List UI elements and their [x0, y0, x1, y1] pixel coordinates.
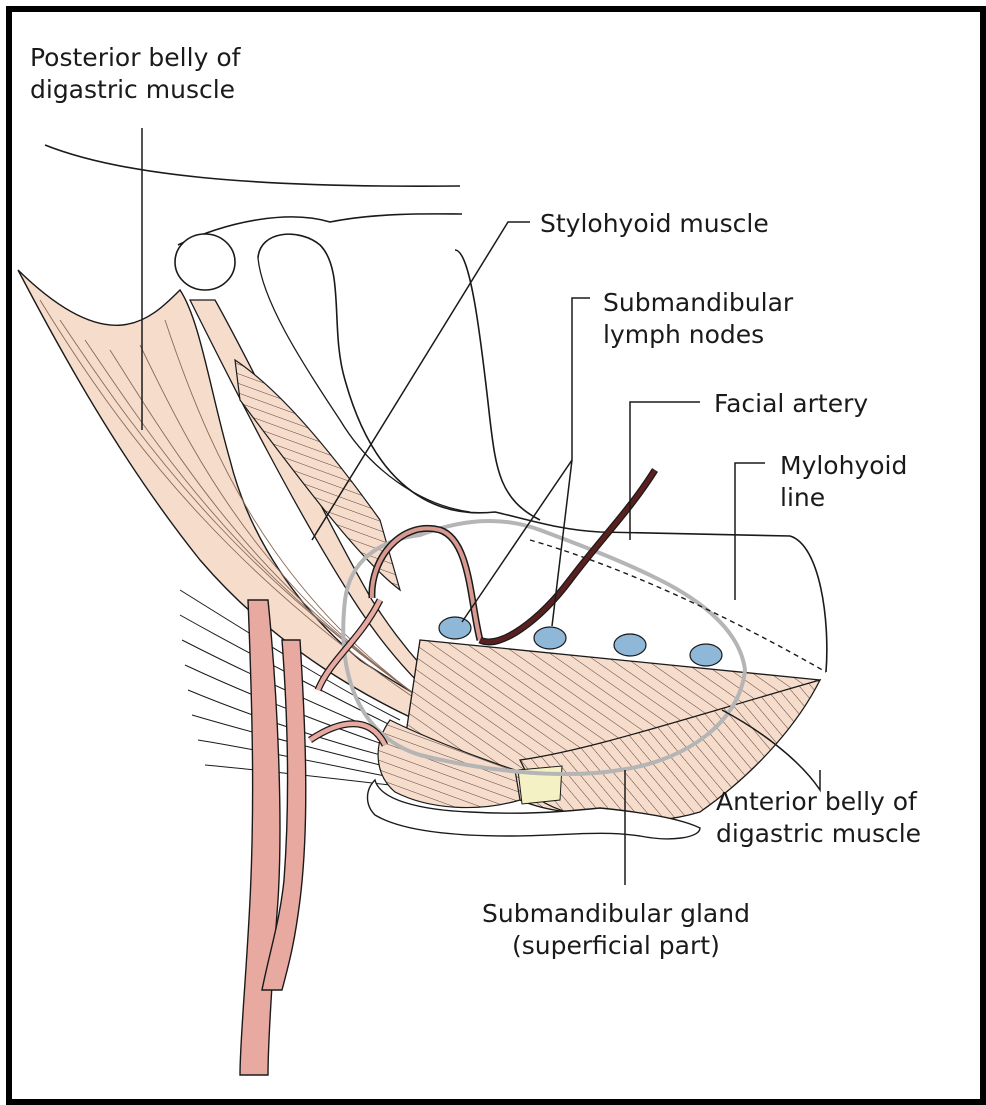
label-posterior-belly: Posterior belly of digastric muscle — [30, 42, 240, 106]
label-facial-artery: Facial artery — [714, 388, 868, 420]
lymph-node-3 — [614, 634, 646, 656]
label-submandibular-lymph-nodes: Submandibular lymph nodes — [603, 287, 793, 351]
lymph-node-4 — [690, 644, 722, 666]
lymph-node-2 — [534, 627, 566, 649]
lymph-node-1 — [439, 617, 471, 639]
mastoid-process — [175, 234, 235, 290]
skull-base-line — [45, 145, 460, 186]
label-anterior-belly: Anterior belly of digastric muscle — [716, 786, 921, 850]
mylohyoid-line-dashed — [530, 540, 826, 672]
label-submandibular-gland: Submandibular gland (superficial part) — [482, 898, 750, 962]
label-stylohyoid-muscle: Stylohyoid muscle — [540, 208, 769, 240]
coronoid-process — [455, 250, 540, 520]
label-mylohyoid-line: Mylohyoid line — [780, 450, 907, 514]
leader-facial-artery — [630, 402, 700, 540]
leader-mylohyoid-line — [735, 463, 765, 600]
